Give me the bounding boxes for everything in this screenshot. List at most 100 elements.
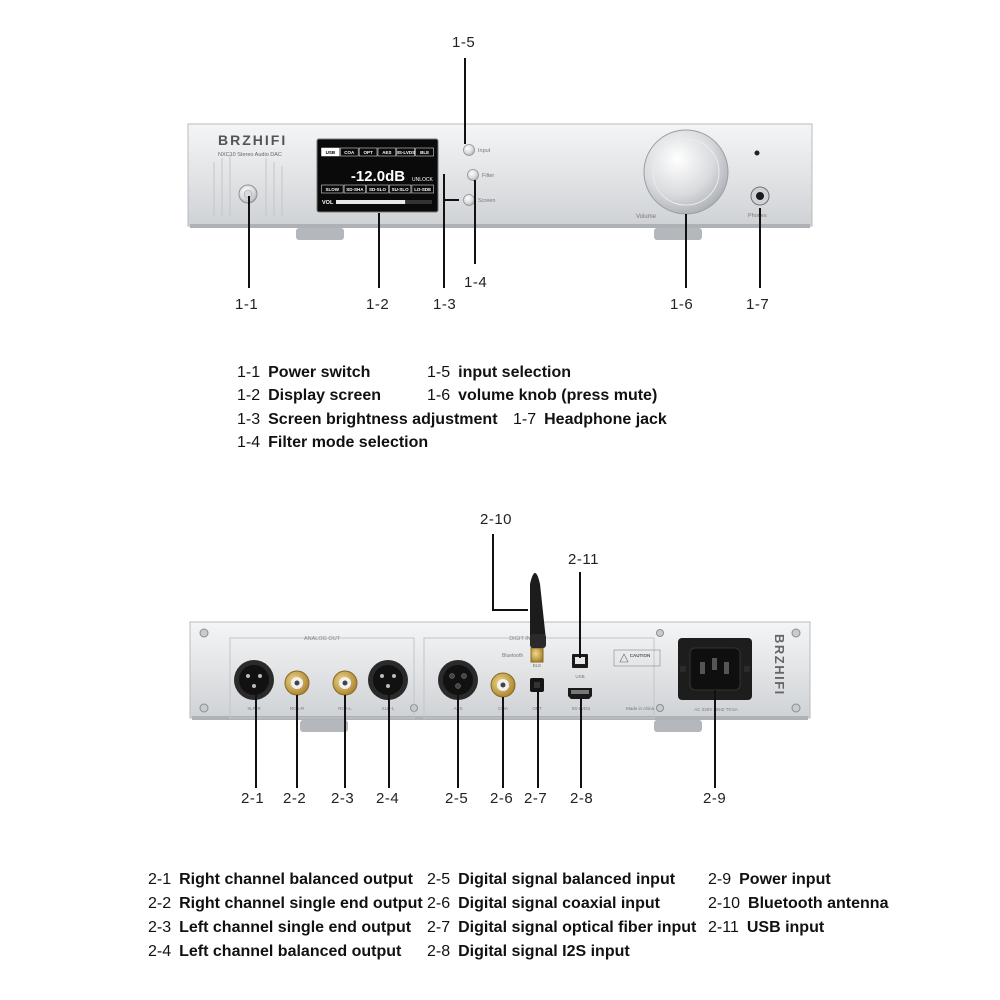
filters-label: SLOW — [326, 187, 340, 192]
screw — [656, 704, 664, 712]
callout-2-3: 2-3 — [331, 790, 355, 807]
display-volume-readout: -12.0dB — [351, 168, 405, 185]
tabs-label: USB — [326, 150, 336, 155]
callout-2-2: 2-2 — [283, 790, 307, 807]
rear-foot-left — [300, 720, 348, 732]
rear-brand-logo: BRZHIFI — [772, 634, 787, 696]
filters-cell — [389, 184, 412, 194]
headphone-jack[interactable] — [750, 186, 770, 206]
screw — [656, 629, 664, 637]
volume-bar-fill — [336, 200, 406, 204]
input-button[interactable] — [463, 144, 475, 156]
screw — [199, 628, 209, 638]
filters-label: SD-SHA — [346, 187, 364, 192]
callout-2-10: 2-10 — [480, 511, 513, 528]
tabs-cell — [415, 147, 434, 157]
front-leader-lines — [248, 58, 761, 288]
tabs-label: BLE — [420, 150, 429, 155]
xlr-r-label: XLR-R — [247, 706, 261, 711]
callout-2-1: 2-1 — [241, 790, 265, 807]
status-led — [754, 150, 760, 156]
tabs-cell — [321, 147, 340, 157]
callout-1-6: 1-6 — [670, 296, 694, 313]
filters-label: SD-SLO — [369, 187, 387, 192]
screen-button[interactable] — [463, 194, 475, 206]
callout-2-6: 2-6 — [490, 790, 514, 807]
callout-1-2: 1-2 — [366, 296, 390, 313]
caution-label — [613, 649, 661, 667]
bluetooth-label: Bluetooth — [502, 653, 523, 659]
xlr-left-output[interactable] — [368, 660, 408, 700]
tabs-label: AES — [382, 150, 391, 155]
front-foot-left — [296, 228, 344, 240]
rca-left-output[interactable] — [332, 670, 358, 696]
callout-2-8: 2-8 — [570, 790, 594, 807]
usb-input[interactable] — [572, 654, 588, 668]
power-inlet[interactable] — [678, 638, 752, 700]
volume-knob[interactable] — [643, 129, 729, 215]
rear-foot-right — [654, 720, 702, 732]
digital-in-label: DIGIT IN — [509, 636, 531, 642]
callout-1-7: 1-7 — [746, 296, 770, 313]
filters-label: SU-SLO — [392, 187, 410, 192]
screen-button-label: Screen — [478, 198, 495, 204]
tabs-cell — [340, 147, 359, 157]
optical-input[interactable] — [530, 678, 544, 692]
filters-cell — [343, 184, 366, 194]
coaxial-input[interactable] — [490, 672, 516, 698]
tabs-cell — [358, 147, 378, 157]
tabs-label: COA — [344, 150, 355, 155]
xlr-right-output[interactable] — [234, 660, 274, 700]
callout-1-4: 1-4 — [464, 274, 488, 291]
bluetooth-antenna[interactable] — [530, 573, 546, 663]
input-button-label: Input — [478, 148, 491, 154]
rca-right-output[interactable] — [284, 670, 310, 696]
callout-2-9: 2-9 — [703, 790, 727, 807]
filter-button-label: Filter — [482, 173, 494, 179]
usb-label: USB — [575, 674, 584, 679]
ble-label: BLE — [533, 663, 542, 668]
tabs-cell — [377, 147, 397, 157]
filters-cell — [321, 184, 344, 194]
callout-1-3: 1-3 — [433, 296, 457, 313]
power-switch[interactable] — [238, 184, 258, 204]
aes-input[interactable] — [438, 660, 478, 700]
screw — [791, 628, 801, 638]
callout-1-5: 1-5 — [452, 34, 476, 51]
analog-out-label: ANALOG OUT — [304, 636, 341, 642]
callout-2-5: 2-5 — [445, 790, 469, 807]
i2s-input[interactable] — [568, 688, 592, 699]
caution-text: CAUTION — [630, 653, 651, 658]
callout-1-1: 1-1 — [235, 296, 259, 313]
tabs-label: OPT — [363, 150, 373, 155]
filter-button[interactable] — [467, 169, 479, 181]
rear-leader-lines — [255, 534, 716, 788]
tabs-cell — [396, 147, 415, 157]
grille-decoration — [213, 154, 283, 216]
volume-knob-label: Volume — [636, 214, 657, 220]
display-vol-label: VOL — [322, 200, 334, 206]
front-foot-right — [654, 228, 702, 240]
callout-2-4: 2-4 — [376, 790, 400, 807]
